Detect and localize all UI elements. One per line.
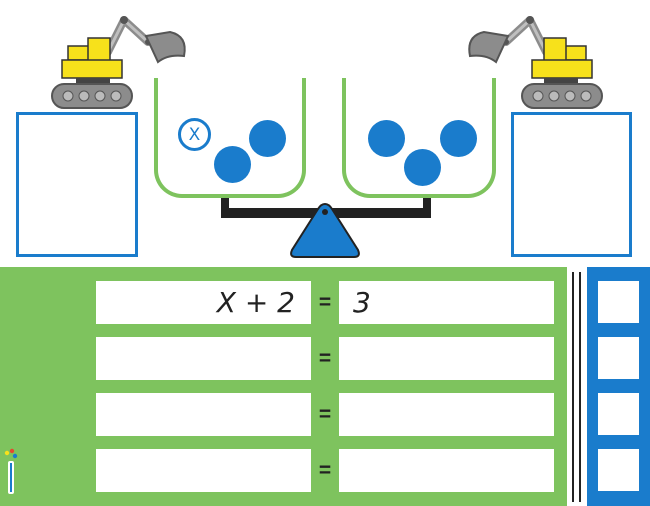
ball-icon[interactable] (249, 120, 286, 157)
left-pan[interactable]: X (154, 78, 306, 198)
equals-sign: = (318, 347, 332, 370)
equals-sign: = (318, 403, 332, 426)
left-pedestal-box (16, 112, 138, 257)
separator-line (579, 272, 581, 502)
right-pan[interactable] (342, 78, 496, 198)
equation-right-cell[interactable]: 3 (339, 281, 554, 324)
answer-slot[interactable] (598, 393, 639, 435)
equation-right-text: 3 (353, 286, 371, 319)
answer-slot[interactable] (598, 337, 639, 379)
equals-sign: = (318, 291, 332, 314)
equation-left-cell[interactable] (96, 449, 311, 492)
unknown-label: X (188, 124, 201, 145)
balance-fulcrum-icon (290, 202, 360, 258)
brand-logo-icon (4, 448, 18, 494)
equation-right-cell[interactable] (339, 337, 554, 380)
answer-slot[interactable] (598, 281, 639, 323)
right-pedestal-box (511, 112, 632, 257)
answer-slot[interactable] (598, 449, 639, 491)
equals-sign: = (318, 459, 332, 482)
separator-line (572, 272, 574, 502)
answer-column (587, 267, 650, 506)
x-ball-icon[interactable]: X (178, 118, 211, 151)
equation-right-cell[interactable] (339, 449, 554, 492)
excavator-right-icon (468, 16, 603, 109)
equation-left-text: X + 2 (216, 286, 295, 319)
ball-icon[interactable] (404, 149, 441, 186)
ball-icon[interactable] (440, 120, 477, 157)
ball-icon[interactable] (368, 120, 405, 157)
ball-icon[interactable] (214, 146, 251, 183)
excavator-left-icon (51, 16, 186, 109)
equation-left-cell[interactable] (96, 393, 311, 436)
equation-left-cell[interactable] (96, 337, 311, 380)
equation-right-cell[interactable] (339, 393, 554, 436)
equation-left-cell[interactable]: X + 2 (96, 281, 311, 324)
